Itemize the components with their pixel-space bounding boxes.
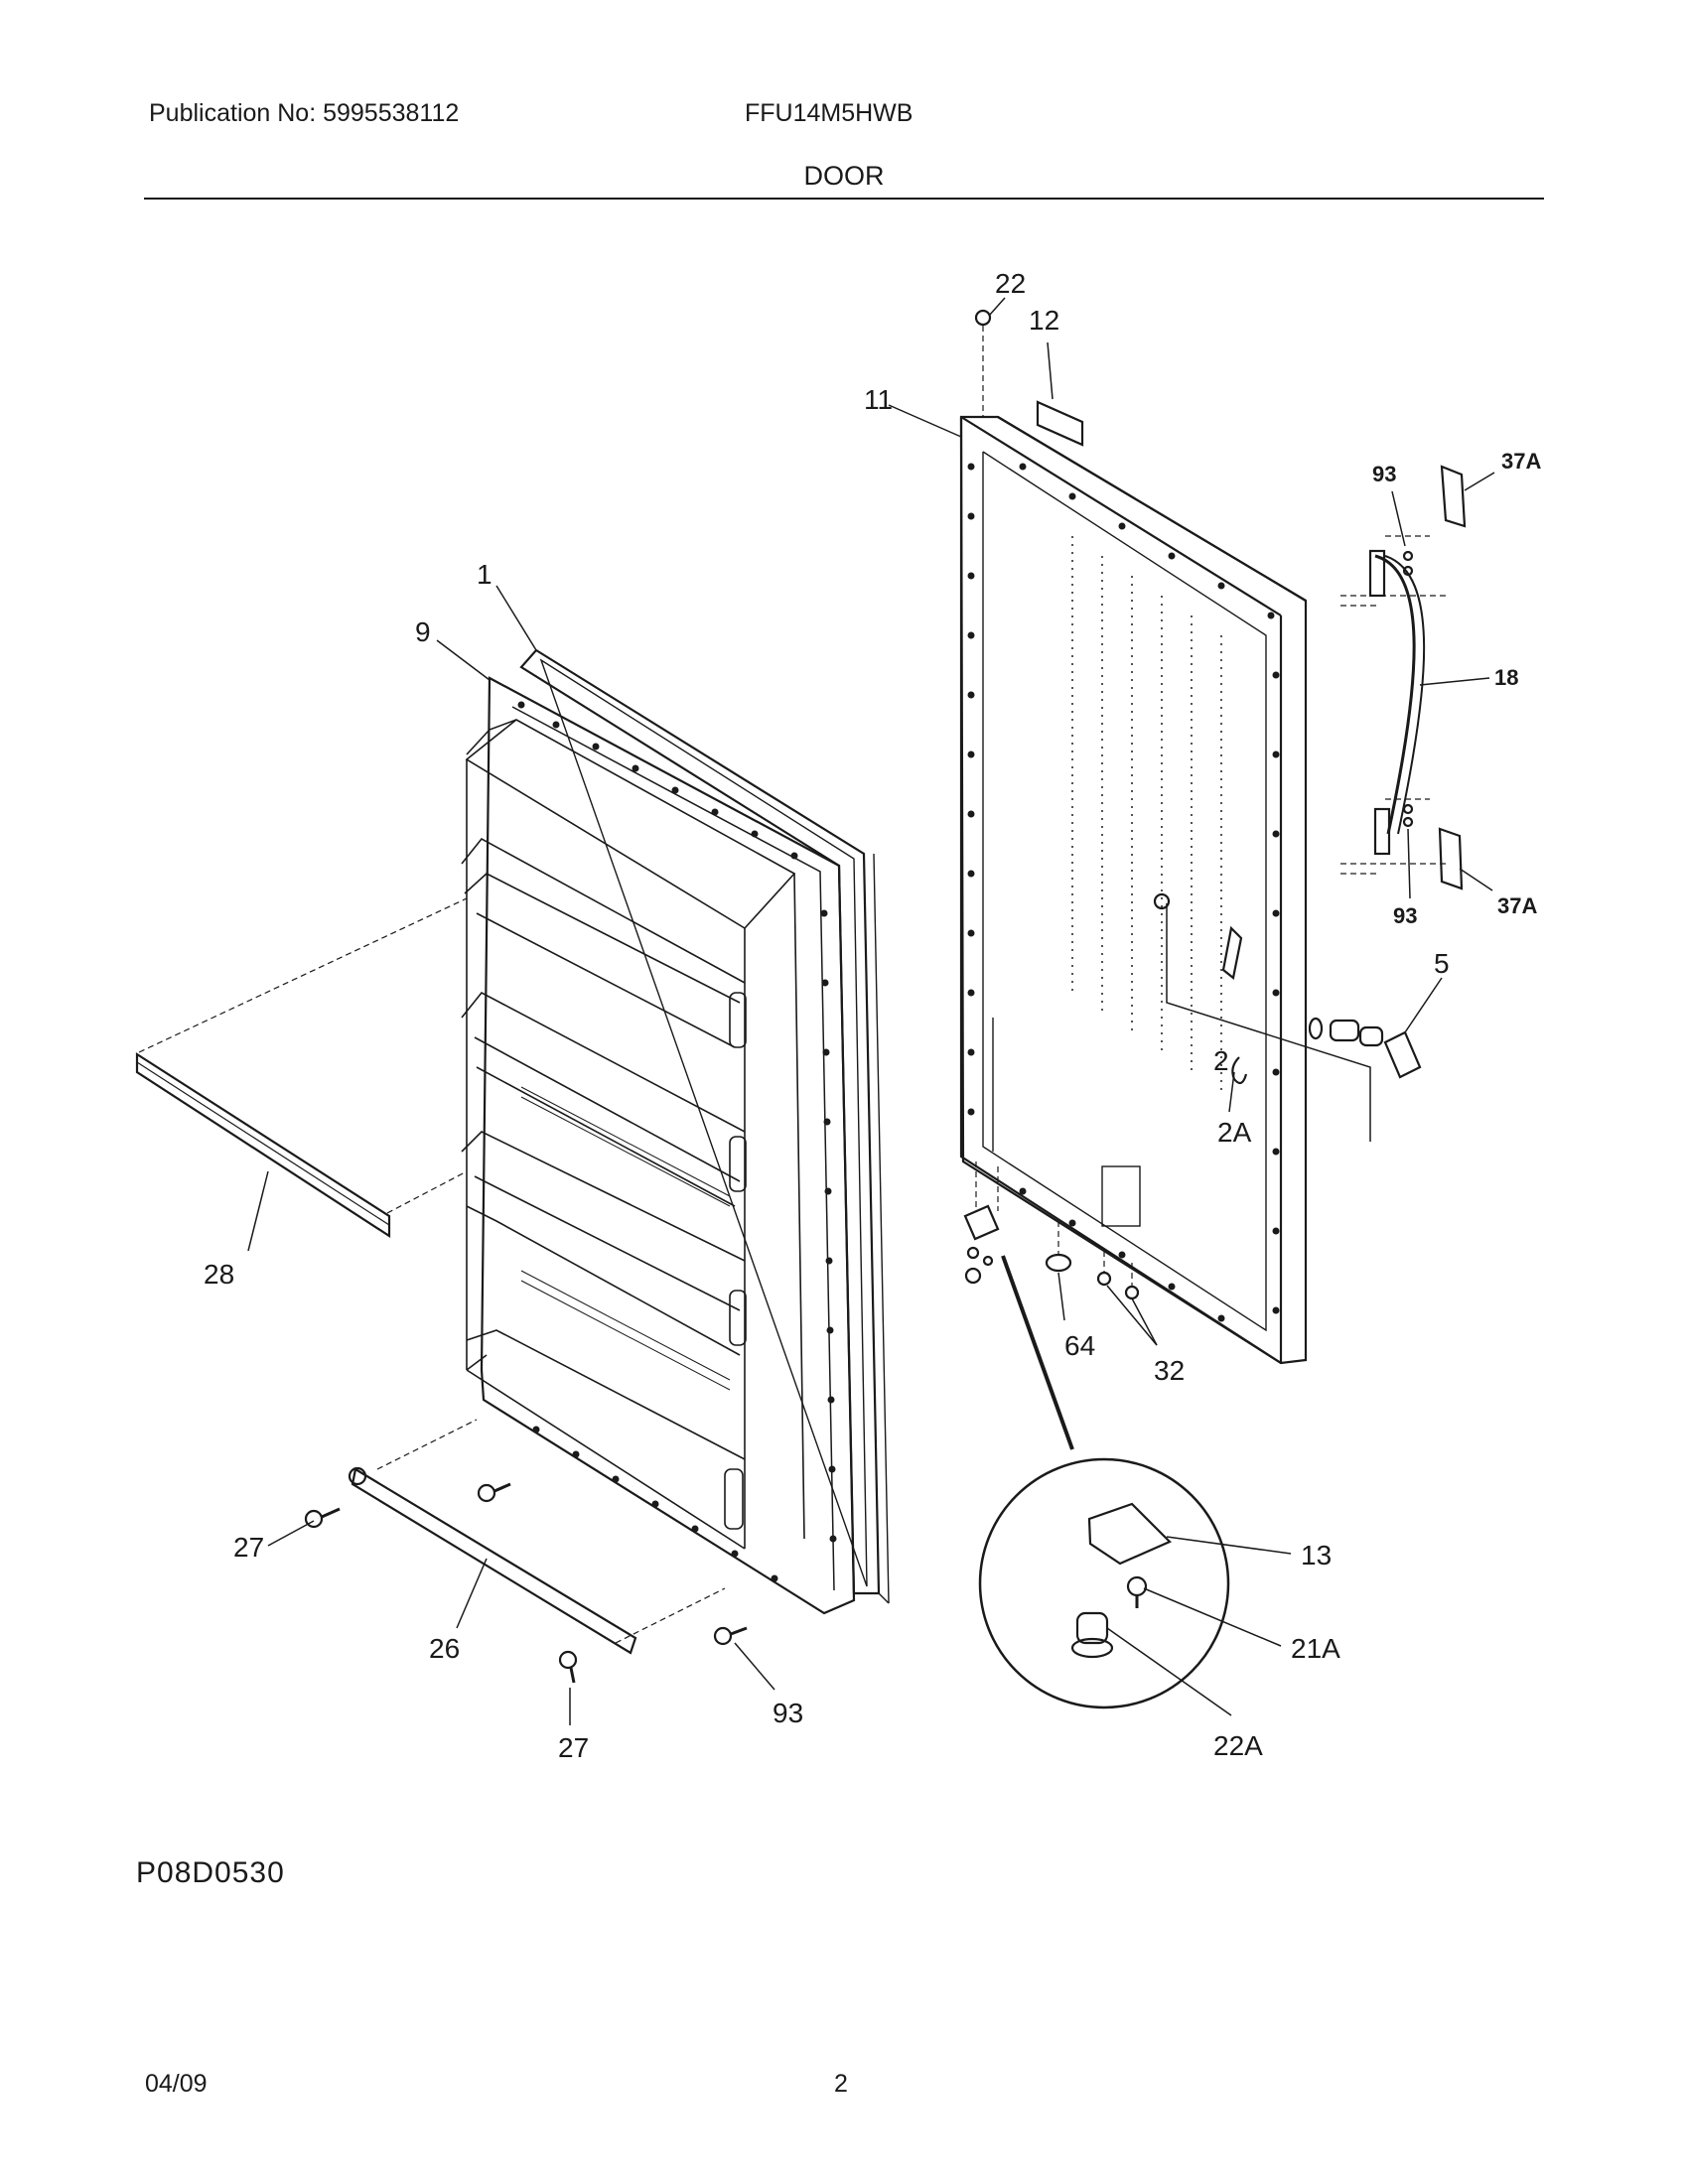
latch-part-strike xyxy=(1153,892,1243,980)
publication-number: Publication No: 5995538112 xyxy=(149,99,460,127)
section-title: DOOR xyxy=(803,161,885,191)
handle-cap-part-37a-bottom xyxy=(1438,827,1464,890)
callout-37a-top: 37A xyxy=(1501,449,1541,474)
washer-part-64 xyxy=(1045,1221,1072,1273)
callout-leaders xyxy=(247,297,1495,1725)
nut-part-32 xyxy=(1096,1251,1140,1300)
bottom-bar-part-26 xyxy=(348,1419,726,1655)
screw-part-27b xyxy=(558,1650,578,1684)
handle-screws-part-93 xyxy=(1340,535,1450,875)
callout-21a: 21A xyxy=(1291,1633,1340,1664)
plug-part-22 xyxy=(974,309,992,417)
callout-11: 11 xyxy=(864,384,893,415)
callout-22a: 22A xyxy=(1213,1730,1263,1761)
header-rule xyxy=(144,198,1544,200)
lock-part-5 xyxy=(1166,903,1422,1142)
latch-part-2 xyxy=(1231,1056,1248,1085)
callout-93-bottom: 93 xyxy=(773,1698,803,1728)
callout-93-handle: 93 xyxy=(1393,903,1417,928)
callout-93-top: 93 xyxy=(1372,462,1396,486)
page-number: 2 xyxy=(834,2070,848,2098)
screw-part-mid xyxy=(477,1482,511,1503)
callout-37a-bottom: 37A xyxy=(1497,893,1537,918)
model-number: FFU14M5HWB xyxy=(745,99,914,127)
publication-date: 04/09 xyxy=(145,2070,208,2098)
callout-18: 18 xyxy=(1494,665,1518,690)
screw-part-27a xyxy=(304,1507,341,1529)
outer-door-panel-part-11 xyxy=(959,415,1308,1365)
callout-9: 9 xyxy=(415,616,431,647)
handle-part-18 xyxy=(1368,549,1426,856)
callout-27-left: 27 xyxy=(233,1532,264,1563)
hinge-detail-magnifier xyxy=(978,1255,1230,1709)
callout-2: 2 xyxy=(1213,1045,1229,1076)
callout-5: 5 xyxy=(1434,948,1450,979)
callout-27-bottom: 27 xyxy=(558,1732,589,1763)
handle-cap-part-37a-top xyxy=(1440,465,1467,528)
hinge-bracket-small xyxy=(963,1161,1000,1285)
shelf-bar-part-28 xyxy=(135,897,468,1239)
door-liner-part xyxy=(461,676,856,1615)
callout-26: 26 xyxy=(429,1633,460,1664)
callout-12: 12 xyxy=(1029,305,1059,336)
diagram-code: P08D0530 xyxy=(136,1856,285,1889)
callout-64: 64 xyxy=(1064,1330,1095,1361)
label-part-12 xyxy=(1036,400,1084,447)
callout-32: 32 xyxy=(1154,1355,1185,1386)
callout-28: 28 xyxy=(204,1259,234,1290)
callout-13: 13 xyxy=(1301,1540,1332,1570)
callout-2a: 2A xyxy=(1217,1117,1252,1148)
callout-22: 22 xyxy=(995,268,1026,299)
screw-part-93a xyxy=(713,1626,748,1646)
callout-1: 1 xyxy=(477,559,492,590)
